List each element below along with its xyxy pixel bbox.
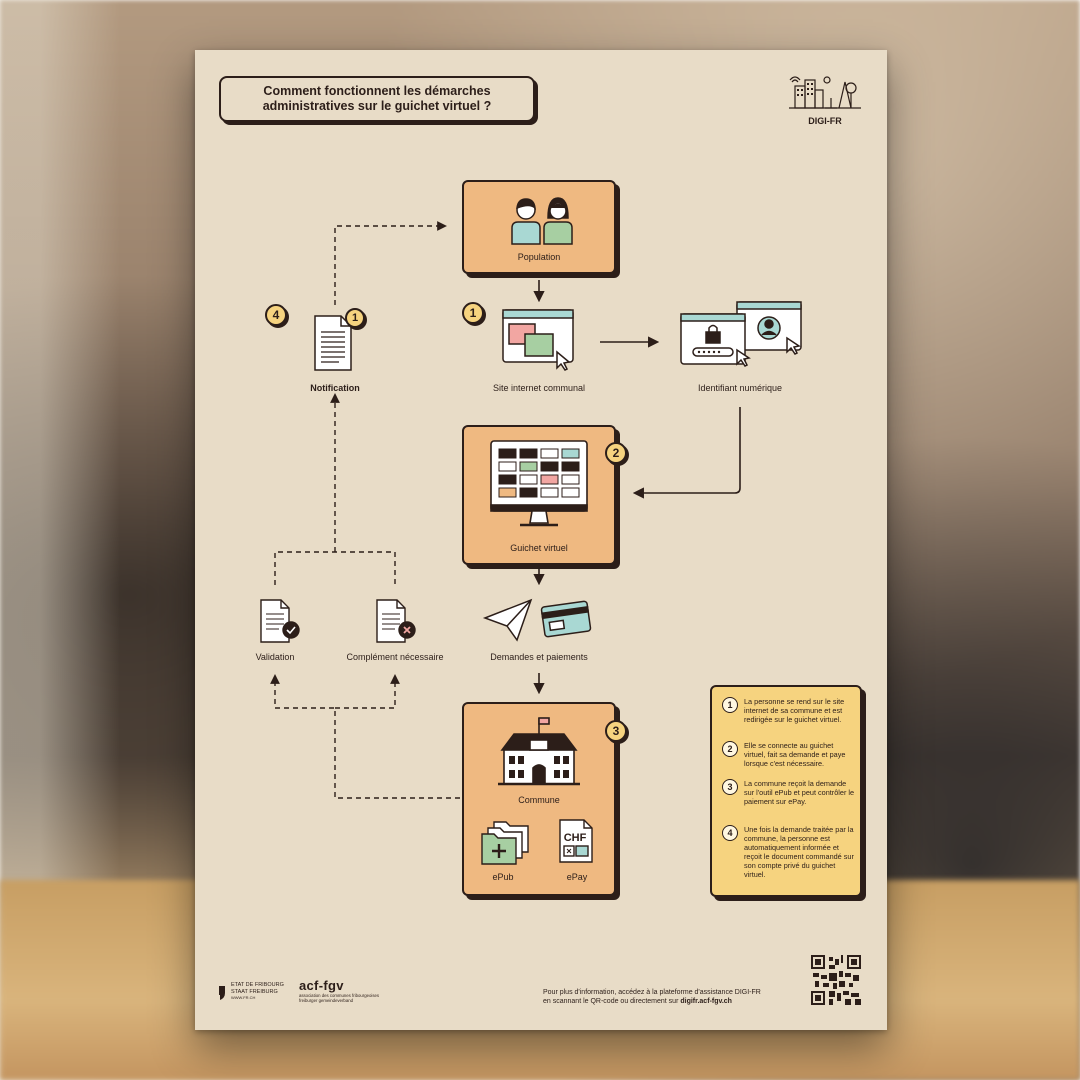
digi-fr-logo: DIGI-FR: [787, 74, 863, 126]
town-hall-icon: [498, 717, 580, 786]
people-icon: [511, 197, 573, 245]
epay-label: ePay: [566, 872, 588, 882]
city-skyline-icon: [789, 76, 861, 109]
step-number-3: 3: [605, 720, 627, 742]
validation-document-icon: [260, 599, 300, 643]
chf-text: CHF: [564, 832, 587, 844]
complement-document-icon: [376, 599, 416, 643]
qr-code-icon[interactable]: [811, 955, 861, 1005]
etat-line-1: ETAT DE FRIBOURG: [231, 982, 284, 988]
epub-folders-icon: [481, 821, 529, 865]
monitor-grid-icon: [490, 440, 588, 527]
website-window-icon: [502, 309, 574, 371]
site-label: Site internet communal: [492, 383, 586, 393]
poster-title: Comment fonctionnent les démarches admin…: [262, 84, 492, 113]
comma-logo-icon: [219, 986, 225, 1000]
legend-text: Elle se connecte au guichet virtuel, fai…: [744, 741, 846, 768]
acf-fgv-logo: acf-fgv association des communes fribour…: [299, 978, 389, 1003]
guichet-label: Guichet virtuel: [510, 543, 568, 553]
acf-wordmark: acf-fgv: [299, 978, 344, 993]
footer-info-line-2: en scannant le QR-code ou directement su…: [543, 998, 679, 1005]
footer-info: Pour plus d'information, accédez à la pl…: [543, 988, 773, 1006]
commune-box: Commune ePub CHF ePay: [462, 702, 616, 896]
footer-link[interactable]: digifr.acf-fgv.ch: [680, 998, 732, 1005]
footer-info-line-1: Pour plus d'information, accédez à la pl…: [543, 989, 761, 996]
legend-panel: 1 La personne se rend sur le site intern…: [710, 685, 862, 897]
legend-number: 4: [722, 825, 738, 841]
dashed-validation-complement-join: [274, 551, 396, 585]
population-box: Population: [462, 180, 616, 274]
legend-text: La personne se rend sur le site internet…: [744, 697, 845, 724]
validation-label: Validation: [255, 652, 295, 662]
dashed-commune-complement: [335, 674, 400, 709]
legend-text: La commune reçoit la demande sur l'outil…: [744, 779, 855, 806]
acf-sub-1: association des communes fribourgeoises: [299, 993, 380, 998]
poster-title-box: Comment fonctionnent les démarches admin…: [219, 76, 535, 122]
notification-badge-1: 1: [345, 308, 365, 328]
identifiant-label: Identifiant numérique: [697, 383, 783, 393]
notification-label: Notification: [310, 383, 360, 393]
dashed-commune-validation: [270, 674, 460, 799]
dashed-notification-population: [334, 221, 447, 305]
send-and-card-icon: [482, 598, 592, 642]
complement-label: Complément nécessaire: [346, 652, 444, 662]
notification-document-icon: [314, 315, 352, 371]
etat-line-3: WWW.FR.CH: [231, 995, 256, 1000]
legend-number: 3: [722, 779, 738, 795]
poster: Comment fonctionnent les démarches admin…: [195, 50, 887, 1030]
acf-sub-2: freiburger gemeindeverband: [299, 998, 353, 1003]
population-label: Population: [517, 252, 561, 262]
legend-number: 1: [722, 697, 738, 713]
legend-number: 2: [722, 741, 738, 757]
step-number-2: 2: [605, 442, 627, 464]
commune-label: Commune: [518, 795, 560, 805]
etat-line-2: STAAT FREIBURG: [231, 988, 278, 995]
legend-text: Une fois la demande traitée par la commu…: [744, 825, 854, 879]
demandes-label: Demandes et paiements: [490, 652, 588, 662]
step-number-4: 4: [265, 304, 287, 326]
step-number-1: 1: [462, 302, 484, 324]
epay-invoice-icon: CHF: [559, 819, 593, 863]
login-windows-icon: [680, 301, 802, 367]
epub-label: ePub: [492, 872, 514, 882]
guichet-box: Guichet virtuel: [462, 425, 616, 565]
arrow-identifiant-guichet: [632, 407, 741, 499]
flow-arrows: [270, 221, 741, 799]
brand-label: DIGI-FR: [808, 116, 842, 126]
